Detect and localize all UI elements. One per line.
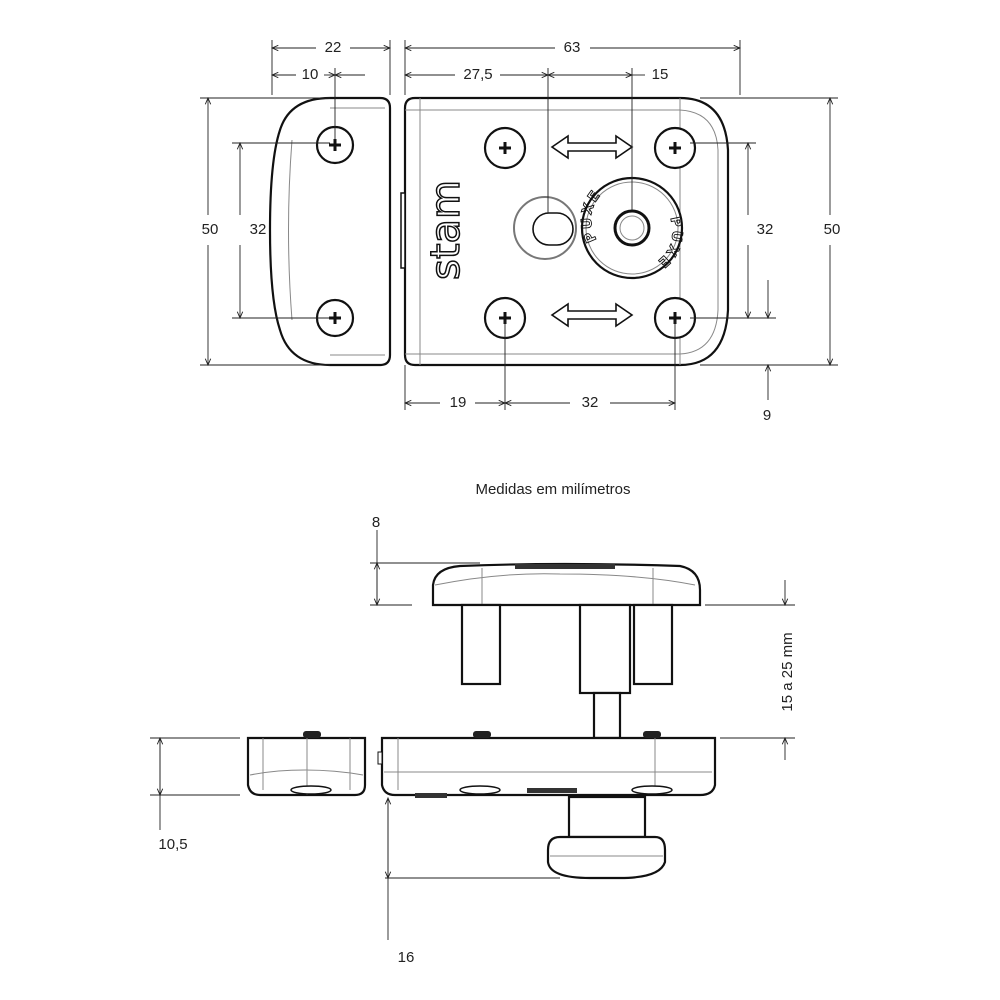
- side-dimensions: 8 15 a 25 mm 10,5 16: [150, 514, 796, 966]
- double-arrow-icon: [550, 302, 634, 328]
- top-dimensions: 22 10 63 27,5 15 50 32 32 50 19 32 9: [200, 39, 840, 424]
- dim-label: 27,5: [463, 66, 492, 83]
- dim-label: 10: [302, 66, 319, 83]
- lock-body-side-view: [377, 731, 717, 798]
- dim-label: 32: [757, 221, 774, 238]
- dim-label: 50: [824, 221, 841, 238]
- dim-label: 15 a 25 mm: [779, 632, 796, 711]
- dim-label: 63: [564, 39, 581, 56]
- dim-label: 16: [398, 949, 415, 966]
- screw-hole: [483, 126, 527, 170]
- keeper-side-view: [246, 731, 367, 797]
- inner-plate-side-view: [431, 562, 702, 740]
- knob-side-view[interactable]: [546, 795, 667, 880]
- screw-hole: [653, 126, 697, 170]
- keeper-top-view: [268, 96, 392, 367]
- dim-label: 50: [202, 221, 219, 238]
- brand-logo: stam: [423, 180, 469, 280]
- dim-label: 22: [325, 39, 342, 56]
- dim-label: 8: [372, 514, 380, 531]
- dim-label: 32: [250, 221, 267, 238]
- knob-top[interactable]: PUXE PUXE: [578, 176, 685, 280]
- dim-label: 19: [450, 394, 467, 411]
- dim-label: 15: [652, 66, 669, 83]
- dim-label: 10,5: [158, 836, 187, 853]
- dim-label: 9: [763, 407, 771, 424]
- dim-label: 32: [582, 394, 599, 411]
- units-caption: Medidas em milímetros: [475, 481, 630, 498]
- lock-body-top-view: PUXE PUXE stam: [400, 96, 730, 367]
